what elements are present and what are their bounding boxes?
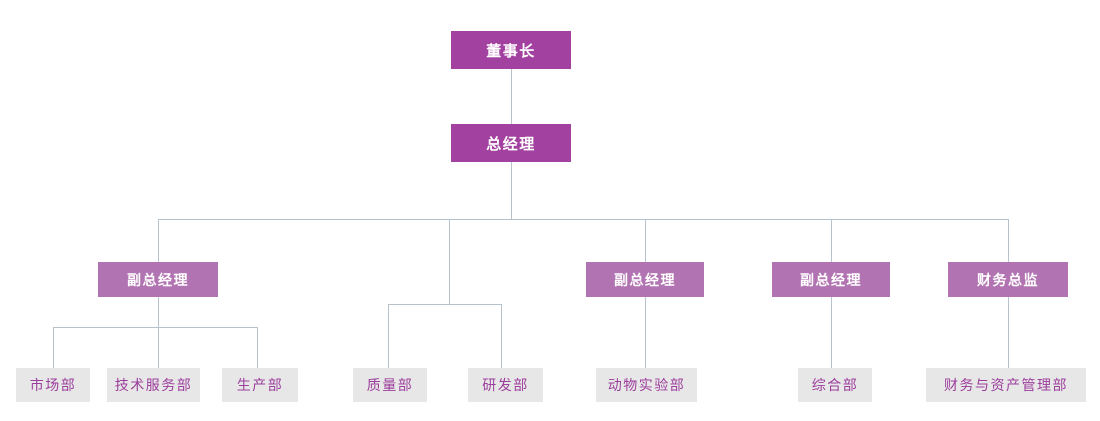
org-node-chairman-label: 董事长 (486, 42, 536, 60)
org-node-dept-animal-lab: 动物实验部 (596, 368, 697, 402)
connector-chairman-gm (511, 69, 512, 124)
org-node-dept-animal-lab-label: 动物实验部 (607, 377, 686, 393)
connector-branch-vp-right (831, 219, 832, 262)
org-node-vp-mid-label: 副总经理 (614, 271, 676, 288)
connector-drop-general (831, 297, 832, 368)
connector-branch-vp-left (158, 219, 159, 262)
org-node-vp-mid: 副总经理 (586, 262, 704, 297)
org-node-general-manager: 总经理 (451, 124, 571, 162)
org-node-dept-rnd: 研发部 (468, 368, 543, 402)
org-node-dept-quality-label: 质量部 (366, 377, 414, 393)
connector-drop-animal-lab (645, 297, 646, 368)
org-node-dept-quality: 质量部 (353, 368, 427, 402)
org-node-dept-production-label: 生产部 (236, 377, 284, 393)
org-node-chairman: 董事长 (451, 31, 571, 69)
org-node-dept-general: 综合部 (798, 368, 872, 402)
connector-drop-marketing (53, 327, 54, 368)
connector-drop-quality (388, 304, 389, 368)
connector-left-split-horizontal (53, 327, 258, 328)
org-node-finance-director-label: 财务总监 (977, 271, 1039, 288)
connector-vp-left-down (158, 297, 159, 368)
connector-main-horizontal (158, 219, 1008, 220)
org-node-dept-marketing: 市场部 (16, 368, 90, 402)
org-node-vp-right: 副总经理 (772, 262, 890, 297)
connector-mid-split-horizontal (388, 304, 502, 305)
org-node-vp-right-label: 副总经理 (800, 271, 862, 288)
connector-gm-trunk (511, 162, 512, 219)
connector-branch-vp-mid (645, 219, 646, 262)
org-node-dept-finance-assets: 财务与资产管理部 (926, 368, 1086, 402)
org-node-dept-tech-service-label: 技术服务部 (114, 377, 193, 393)
org-node-finance-director: 财务总监 (948, 262, 1068, 297)
connector-branch-middle (449, 219, 450, 304)
connector-branch-cfo (1008, 219, 1009, 262)
org-node-dept-tech-service: 技术服务部 (107, 368, 200, 402)
org-node-vp-left-label: 副总经理 (127, 271, 189, 288)
org-node-dept-rnd-label: 研发部 (482, 377, 529, 393)
org-node-dept-production: 生产部 (222, 368, 298, 402)
org-node-dept-finance-assets-label: 财务与资产管理部 (944, 377, 1068, 393)
org-node-dept-marketing-label: 市场部 (29, 377, 77, 393)
org-node-general-manager-label: 总经理 (486, 135, 536, 153)
org-node-dept-general-label: 综合部 (811, 377, 859, 393)
org-node-vp-left: 副总经理 (98, 262, 218, 297)
connector-drop-finance-assets (1008, 297, 1009, 368)
connector-drop-rnd (501, 304, 502, 368)
connector-drop-production (257, 327, 258, 368)
